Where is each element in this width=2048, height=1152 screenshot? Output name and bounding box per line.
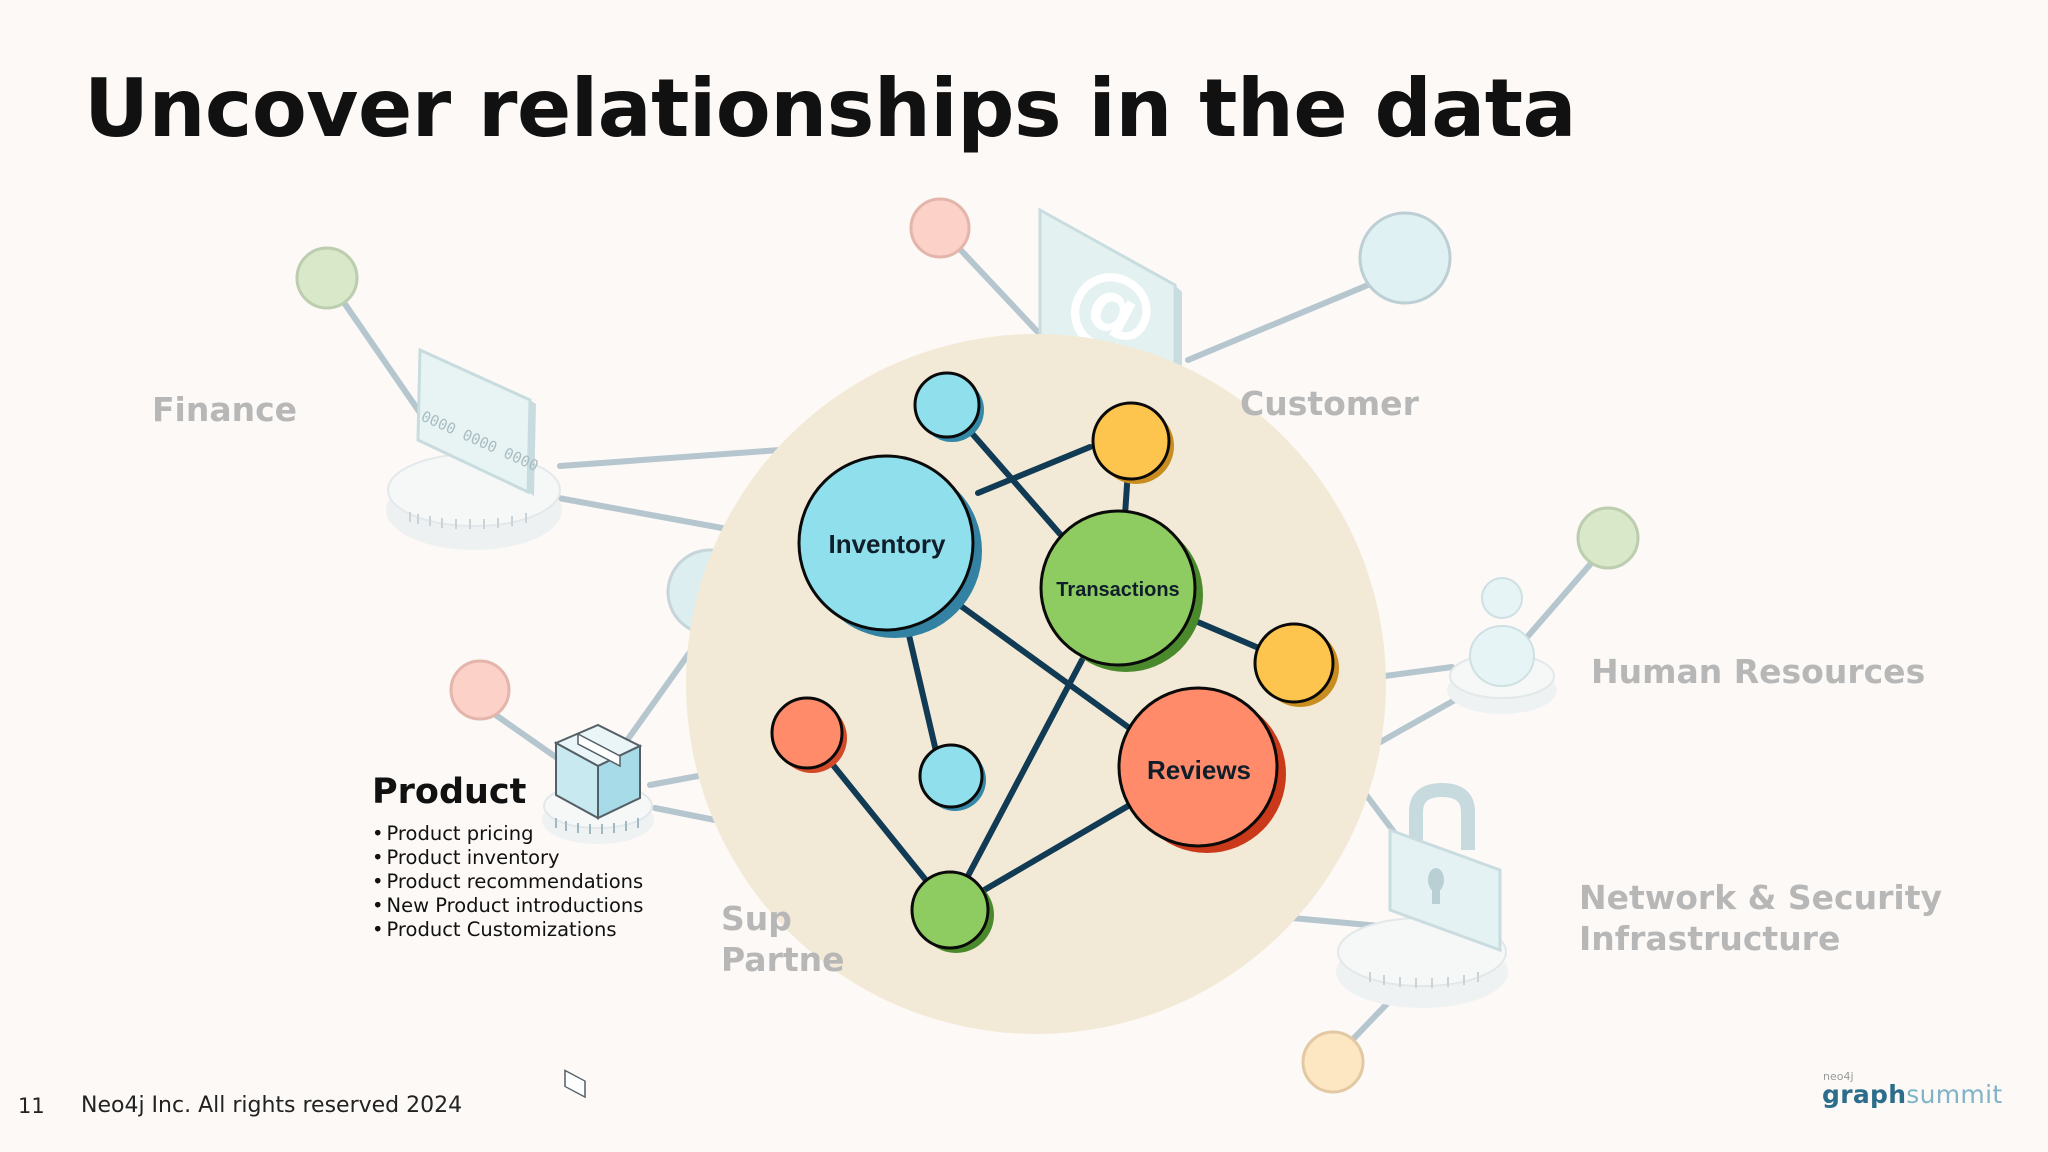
- supplier-partner-label: Sup Partne: [721, 898, 845, 980]
- finance-node: [295, 246, 359, 310]
- customer-email-node: [909, 197, 971, 259]
- orange-node-left: [770, 696, 844, 770]
- lock-icon: [1336, 782, 1508, 1008]
- product-title: Product: [372, 772, 527, 812]
- supplier-label-line1: Sup: [721, 899, 792, 938]
- copyright-text: Neo4j Inc. All rights reserved 2024: [81, 1093, 463, 1118]
- green-node-bottom: [910, 870, 990, 950]
- person-icon: [1447, 577, 1557, 714]
- logo-main-light: summit: [1906, 1080, 2003, 1109]
- product-list-item: Product pricing: [372, 822, 643, 846]
- logo-main-text: graphsummit: [1822, 1080, 2002, 1109]
- graph-nodes: [770, 371, 1339, 953]
- transactions-label: Transactions: [1056, 579, 1179, 601]
- credit-card-icon: 0000 0000 0000: [386, 347, 562, 550]
- inventory-node: [797, 454, 975, 632]
- product-list-item: New Product introductions: [372, 894, 644, 918]
- network-node: [1301, 1030, 1365, 1094]
- product-list: Product pricing Product inventory Produc…: [372, 822, 644, 942]
- network-security-label-line2: Infrastructure: [1579, 919, 1841, 958]
- yellow-node-top: [1091, 401, 1171, 481]
- reviews-node: [1117, 686, 1279, 848]
- graphsummit-logo: neo4j graphsummit: [1822, 1068, 2002, 1118]
- logo-small-text: neo4j: [1823, 1070, 1854, 1083]
- product-list-item: Product inventory: [372, 846, 643, 870]
- transactions-node: [1039, 509, 1197, 667]
- hr-node: [1576, 506, 1640, 570]
- logo-main-bold: graph: [1822, 1080, 1907, 1109]
- reviews-label: Reviews: [1147, 755, 1251, 785]
- slide-title: Uncover relationships in the data: [84, 62, 1576, 155]
- product-list-item: Product Customizations: [372, 918, 643, 942]
- finance-label: Finance: [152, 390, 298, 429]
- cyan-node-top: [913, 371, 981, 439]
- product-list-item: Product recommendations: [372, 870, 644, 894]
- page-number: 11: [18, 1094, 45, 1118]
- network-security-label: Network & Security Infrastructure: [1579, 877, 1942, 959]
- product-details: Product Product pricing Product inventor…: [372, 772, 643, 942]
- customer-label: Customer: [1240, 384, 1419, 423]
- human-resources-label: Human Resources: [1591, 652, 1926, 691]
- cyan-node-bottom: [918, 743, 984, 809]
- network-security-label-line1: Network & Security: [1579, 878, 1942, 917]
- product-node: [449, 659, 511, 721]
- yellow-node-right: [1253, 622, 1335, 704]
- supplier-label-line2: Partne: [721, 940, 845, 979]
- inventory-label: Inventory: [828, 529, 946, 559]
- customer-node: [1358, 211, 1452, 305]
